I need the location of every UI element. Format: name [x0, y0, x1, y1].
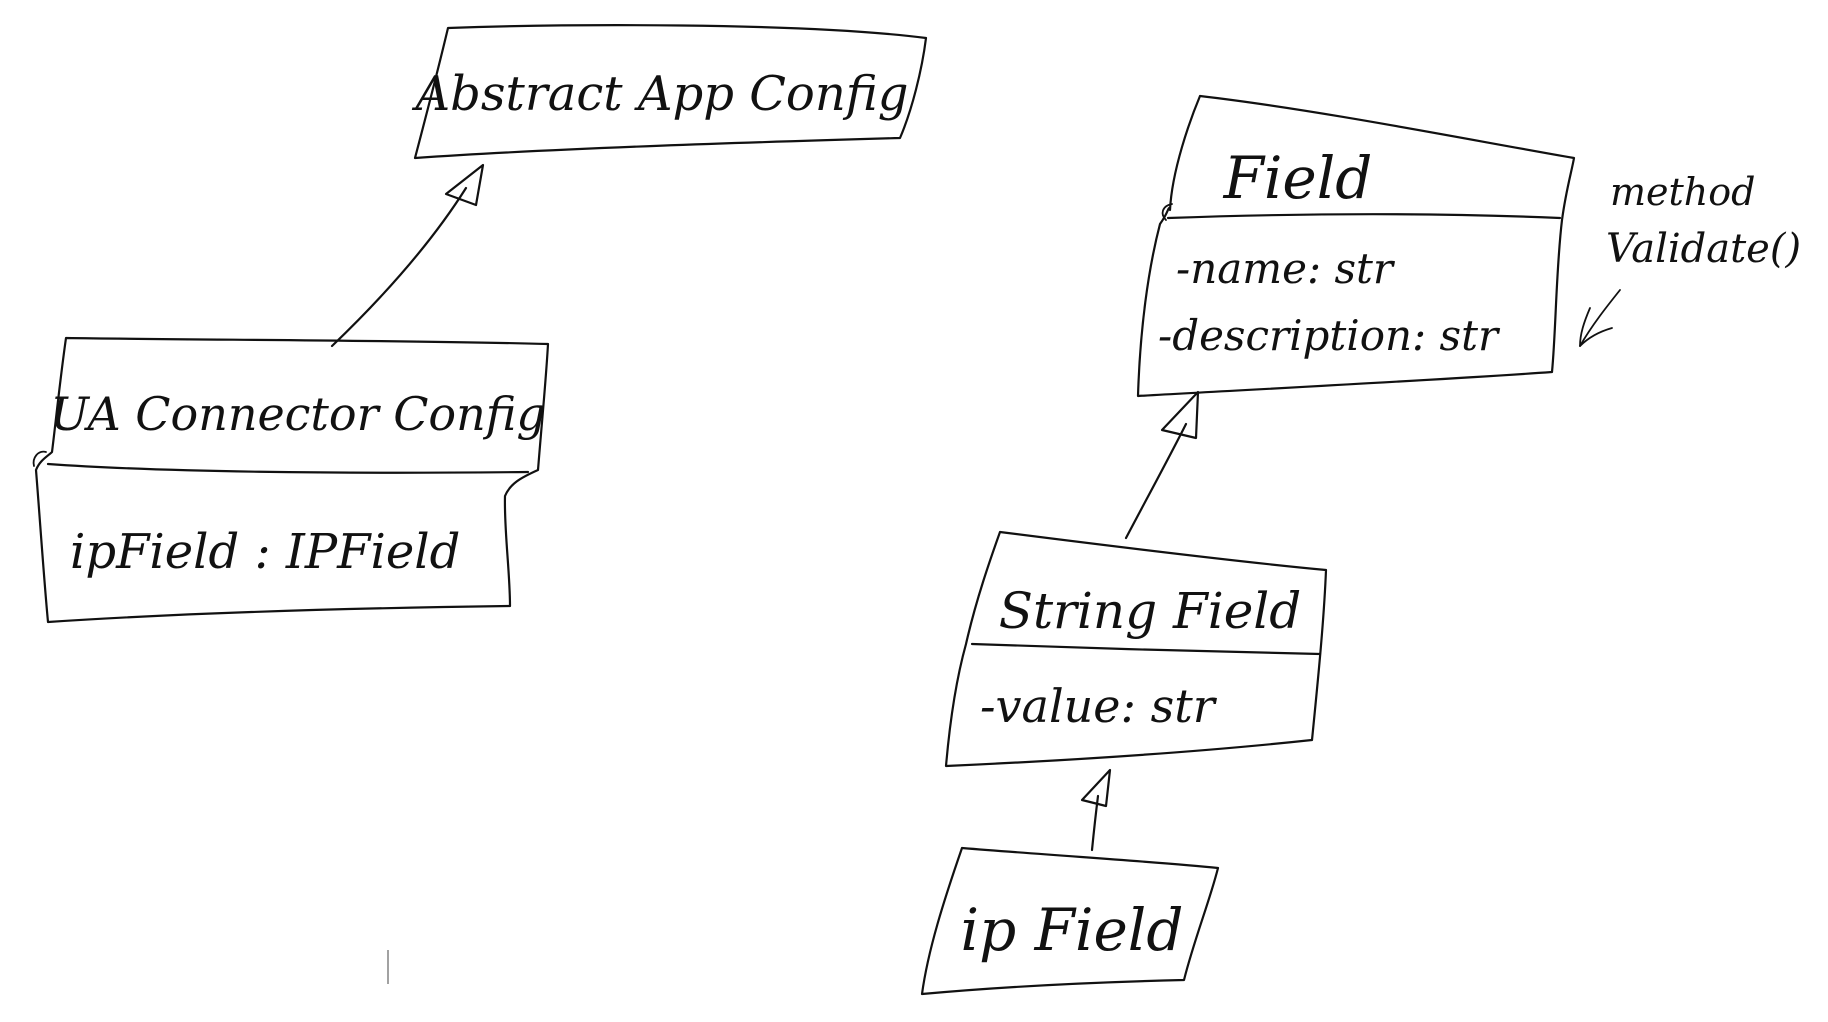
class-name-abstract-app-config: Abstract App Config	[412, 66, 909, 122]
class-field[interactable]: Field -name: str -description: str	[1136, 94, 1576, 398]
class-name-ua-connector-config: UA Connector Config	[50, 387, 546, 441]
inheritance-arrow-ua-to-abstract	[330, 163, 485, 348]
inheritance-arrow-ip-to-string	[1080, 768, 1112, 852]
method-note: method Validate()	[1579, 170, 1801, 347]
class-name-ip-field: ip Field	[961, 896, 1184, 964]
attribute-value: -value: str	[980, 679, 1218, 733]
attribute-ipfield: ipField : IPField	[70, 524, 460, 580]
attribute-description: -description: str	[1158, 311, 1501, 360]
inheritance-arrow-string-to-field	[1124, 390, 1200, 540]
note-line-validate: Validate()	[1606, 226, 1801, 272]
class-name-string-field: String Field	[999, 582, 1302, 640]
attribute-name: -name: str	[1176, 244, 1396, 293]
class-name-field: Field	[1223, 144, 1373, 212]
class-ip-field[interactable]: ip Field	[920, 846, 1220, 996]
note-line-method: method	[1610, 170, 1755, 214]
class-ua-connector-config[interactable]: UA Connector Config ipField : IPField	[32, 336, 550, 624]
class-string-field[interactable]: String Field -value: str	[944, 530, 1328, 768]
class-abstract-app-config[interactable]: Abstract App Config	[412, 24, 928, 160]
